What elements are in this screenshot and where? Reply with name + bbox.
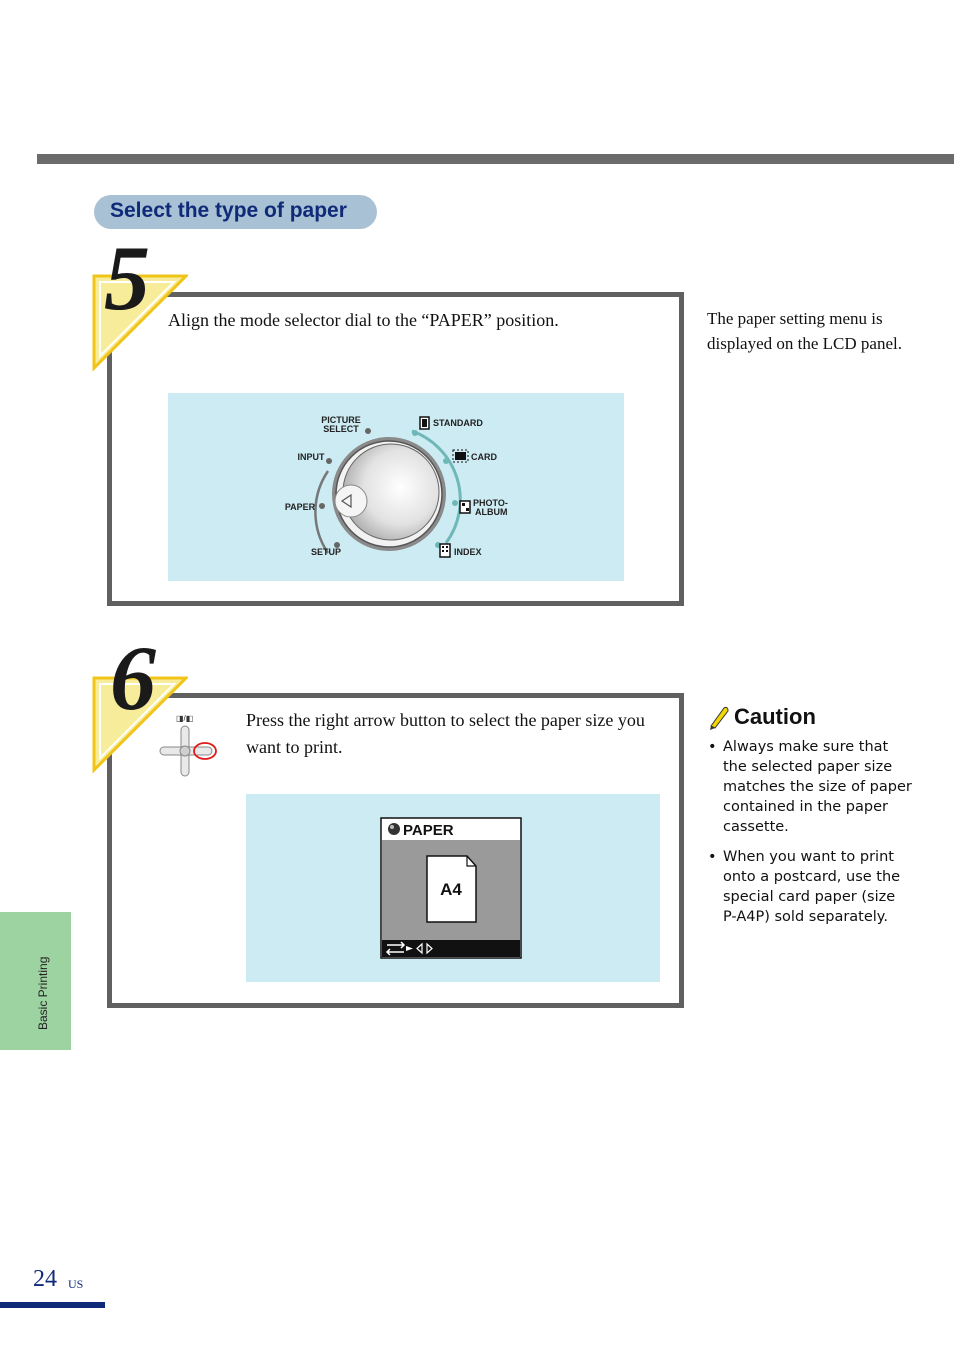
label-setup: SETUP [311, 547, 341, 557]
bullet: • [708, 739, 717, 755]
header-rule [37, 154, 954, 164]
step-6-instruction: Press the right arrow button to select t… [246, 710, 645, 757]
marker-photo-album [452, 500, 458, 506]
footer-rule [0, 1302, 105, 1308]
marker-input [326, 458, 332, 464]
left-arrow-icon [416, 942, 423, 955]
lcd-status-bar [382, 940, 520, 957]
lcd-screen-illustration: PAPER A4 [380, 817, 522, 959]
step-5-number: 5 [104, 227, 150, 329]
marker-picture-select [365, 428, 371, 434]
step-6-number-triangle [92, 676, 188, 774]
page-number: 24 [33, 1266, 57, 1292]
mode-dial-panel: PICTURE SELECT INPUT PAPER SETUP STANDAR… [168, 393, 624, 581]
marker-standard [412, 430, 418, 436]
label-card: CARD [471, 452, 497, 462]
label-standard: STANDARD [433, 418, 483, 428]
label-input: INPUT [298, 452, 326, 462]
caution-title: Caution [734, 704, 816, 729]
label-album: ALBUM [475, 507, 508, 517]
svg-text:◨/◧: ◨/◧ [176, 714, 193, 723]
left-arc [314, 470, 330, 554]
page-region: US [68, 1277, 84, 1291]
lcd-title: PAPER [403, 822, 454, 839]
label-picture: PICTURE [321, 415, 361, 425]
mode-dial-illustration: PICTURE SELECT INPUT PAPER SETUP STANDAR… [285, 415, 508, 558]
label-index: INDEX [454, 547, 482, 557]
arrow-pad-icon: ◨/◧ [159, 714, 217, 777]
right-arrow-icon [426, 942, 433, 955]
step-5-note: The paper setting menu is displayed on t… [707, 309, 902, 353]
chapter-label: Basic Printing [36, 956, 50, 1030]
caution-item: •Always make sure that the selected pape… [708, 739, 912, 835]
cycle-icon [385, 941, 406, 956]
section-heading: Select the type of paper [94, 195, 377, 229]
bullet: • [708, 849, 717, 865]
pencil-icon [710, 706, 729, 730]
section-title: Select the type of paper [110, 199, 347, 222]
right-arc [411, 429, 462, 544]
label-photo: PHOTO- [473, 498, 508, 508]
step-5-number-triangle [92, 274, 188, 372]
caution-list: •Always make sure that the selected pape… [708, 737, 913, 937]
chapter-side-tab: Basic Printing [0, 912, 71, 1050]
paper-sheet-icon [426, 855, 477, 923]
card-icon [455, 452, 466, 460]
lcd-paper-size: A4 [440, 880, 462, 899]
label-paper: PAPER [285, 502, 316, 512]
step-5-instruction: Align the mode selector dial to the “PAP… [168, 310, 559, 330]
photo-album-icon [459, 500, 471, 514]
marker-setup [334, 542, 340, 548]
label-select: SELECT [323, 424, 359, 434]
menu-dot-icon [388, 823, 400, 835]
caution-item: •When you want to print onto a postcard,… [708, 849, 901, 925]
marker-paper [319, 503, 325, 509]
lcd-panel-area: PAPER A4 [246, 794, 660, 982]
marker-card [443, 458, 449, 464]
dial-pointer-icon [340, 493, 352, 509]
enter-arrow-icon [406, 946, 413, 951]
index-icon [439, 543, 451, 558]
step-6-number: 6 [110, 627, 156, 729]
